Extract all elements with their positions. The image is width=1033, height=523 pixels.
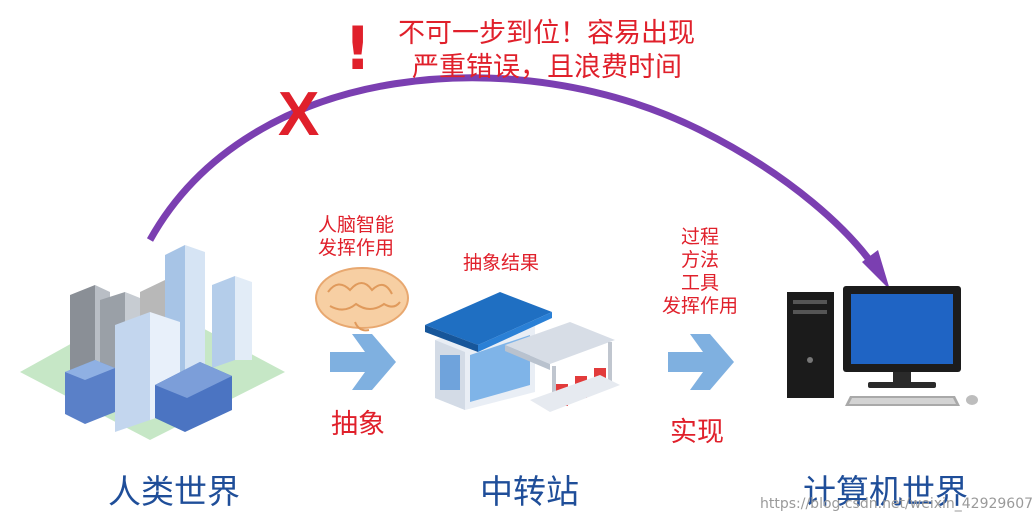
watermark: https://blog.csdn.net/weixin_42929607 (760, 496, 1033, 512)
brain-icon (315, 267, 409, 332)
brain-caption-line-2: 发挥作用 (318, 237, 395, 259)
warning-line-1: 不可一步到位！容易出现 (398, 18, 695, 49)
process-line-2: 方法 (680, 249, 719, 271)
process-line-1: 过程 (680, 226, 719, 248)
cross-icon: X (278, 80, 320, 149)
process-line-3: 工具 (680, 272, 719, 294)
abstract-arrow (330, 334, 396, 390)
computer-icon (787, 286, 978, 406)
direct-path-arc (146, 74, 881, 274)
implement-arrow (668, 334, 734, 390)
human-world-label: 人类世界 (108, 472, 240, 511)
abstract-label: 抽象 (331, 409, 385, 440)
implement-label: 实现 (670, 417, 724, 448)
station-icon (425, 292, 620, 412)
brain-caption-line-1: 人脑智能 (318, 214, 395, 236)
abstract-result-caption: 抽象结果 (463, 252, 540, 274)
brain-caption: 人脑智能 发挥作用 (318, 214, 394, 260)
direct-path-arrowhead (862, 250, 890, 290)
exclamation-icon: ! (344, 14, 372, 84)
process-caption: 过程 方法 工具 发挥作用 (652, 226, 748, 318)
computer-world-label: 计算机世界 (803, 472, 968, 511)
city-icon (20, 245, 285, 440)
transit-station-label: 中转站 (480, 472, 579, 511)
process-line-4: 发挥作用 (661, 295, 738, 317)
warning-line-2: 严重错误，且浪费时间 (412, 52, 682, 83)
